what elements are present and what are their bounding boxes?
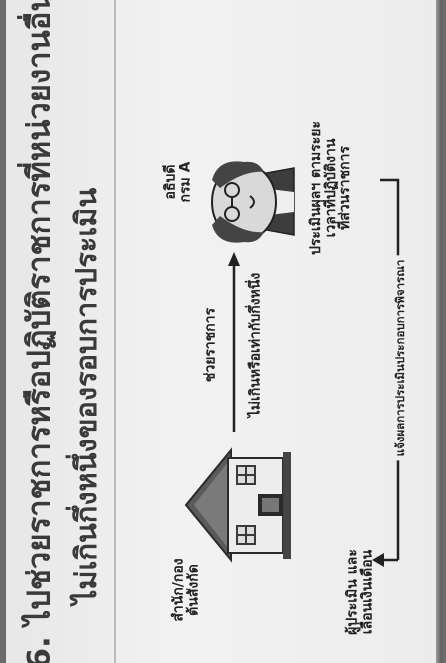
- diagram-graphics: [184, 161, 400, 567]
- person-caption: ประเมินผลฯ ตามระยะ เวลาที่ปฏิบัติงาน ที่…: [307, 121, 354, 255]
- person-icon: [211, 161, 295, 243]
- slide-photo: 6. ไปช่วยราชการหรือปฏิบัติราชการที่หน่วย…: [6, 0, 442, 663]
- building-icon: [184, 447, 291, 563]
- office-label: สำนัก/กอง ต้นสังกัด: [170, 558, 201, 622]
- help-arrow-label: ช่วยราชการ: [202, 307, 219, 383]
- report-flow-label: แจ้งผลการประเมินประกอบการพิจารณา: [393, 255, 407, 461]
- help-arrow-sublabel: ไม่เกินหรือเท่ากับกึ่งหนึ่ง: [247, 272, 264, 418]
- evaluator-label: ผู้ประเมิน และ เลื่อนเงินเดือน: [344, 549, 375, 635]
- person-label: อธิบดี กรม A: [162, 161, 193, 203]
- help-arrow: [228, 252, 240, 432]
- title-area: [6, 0, 116, 663]
